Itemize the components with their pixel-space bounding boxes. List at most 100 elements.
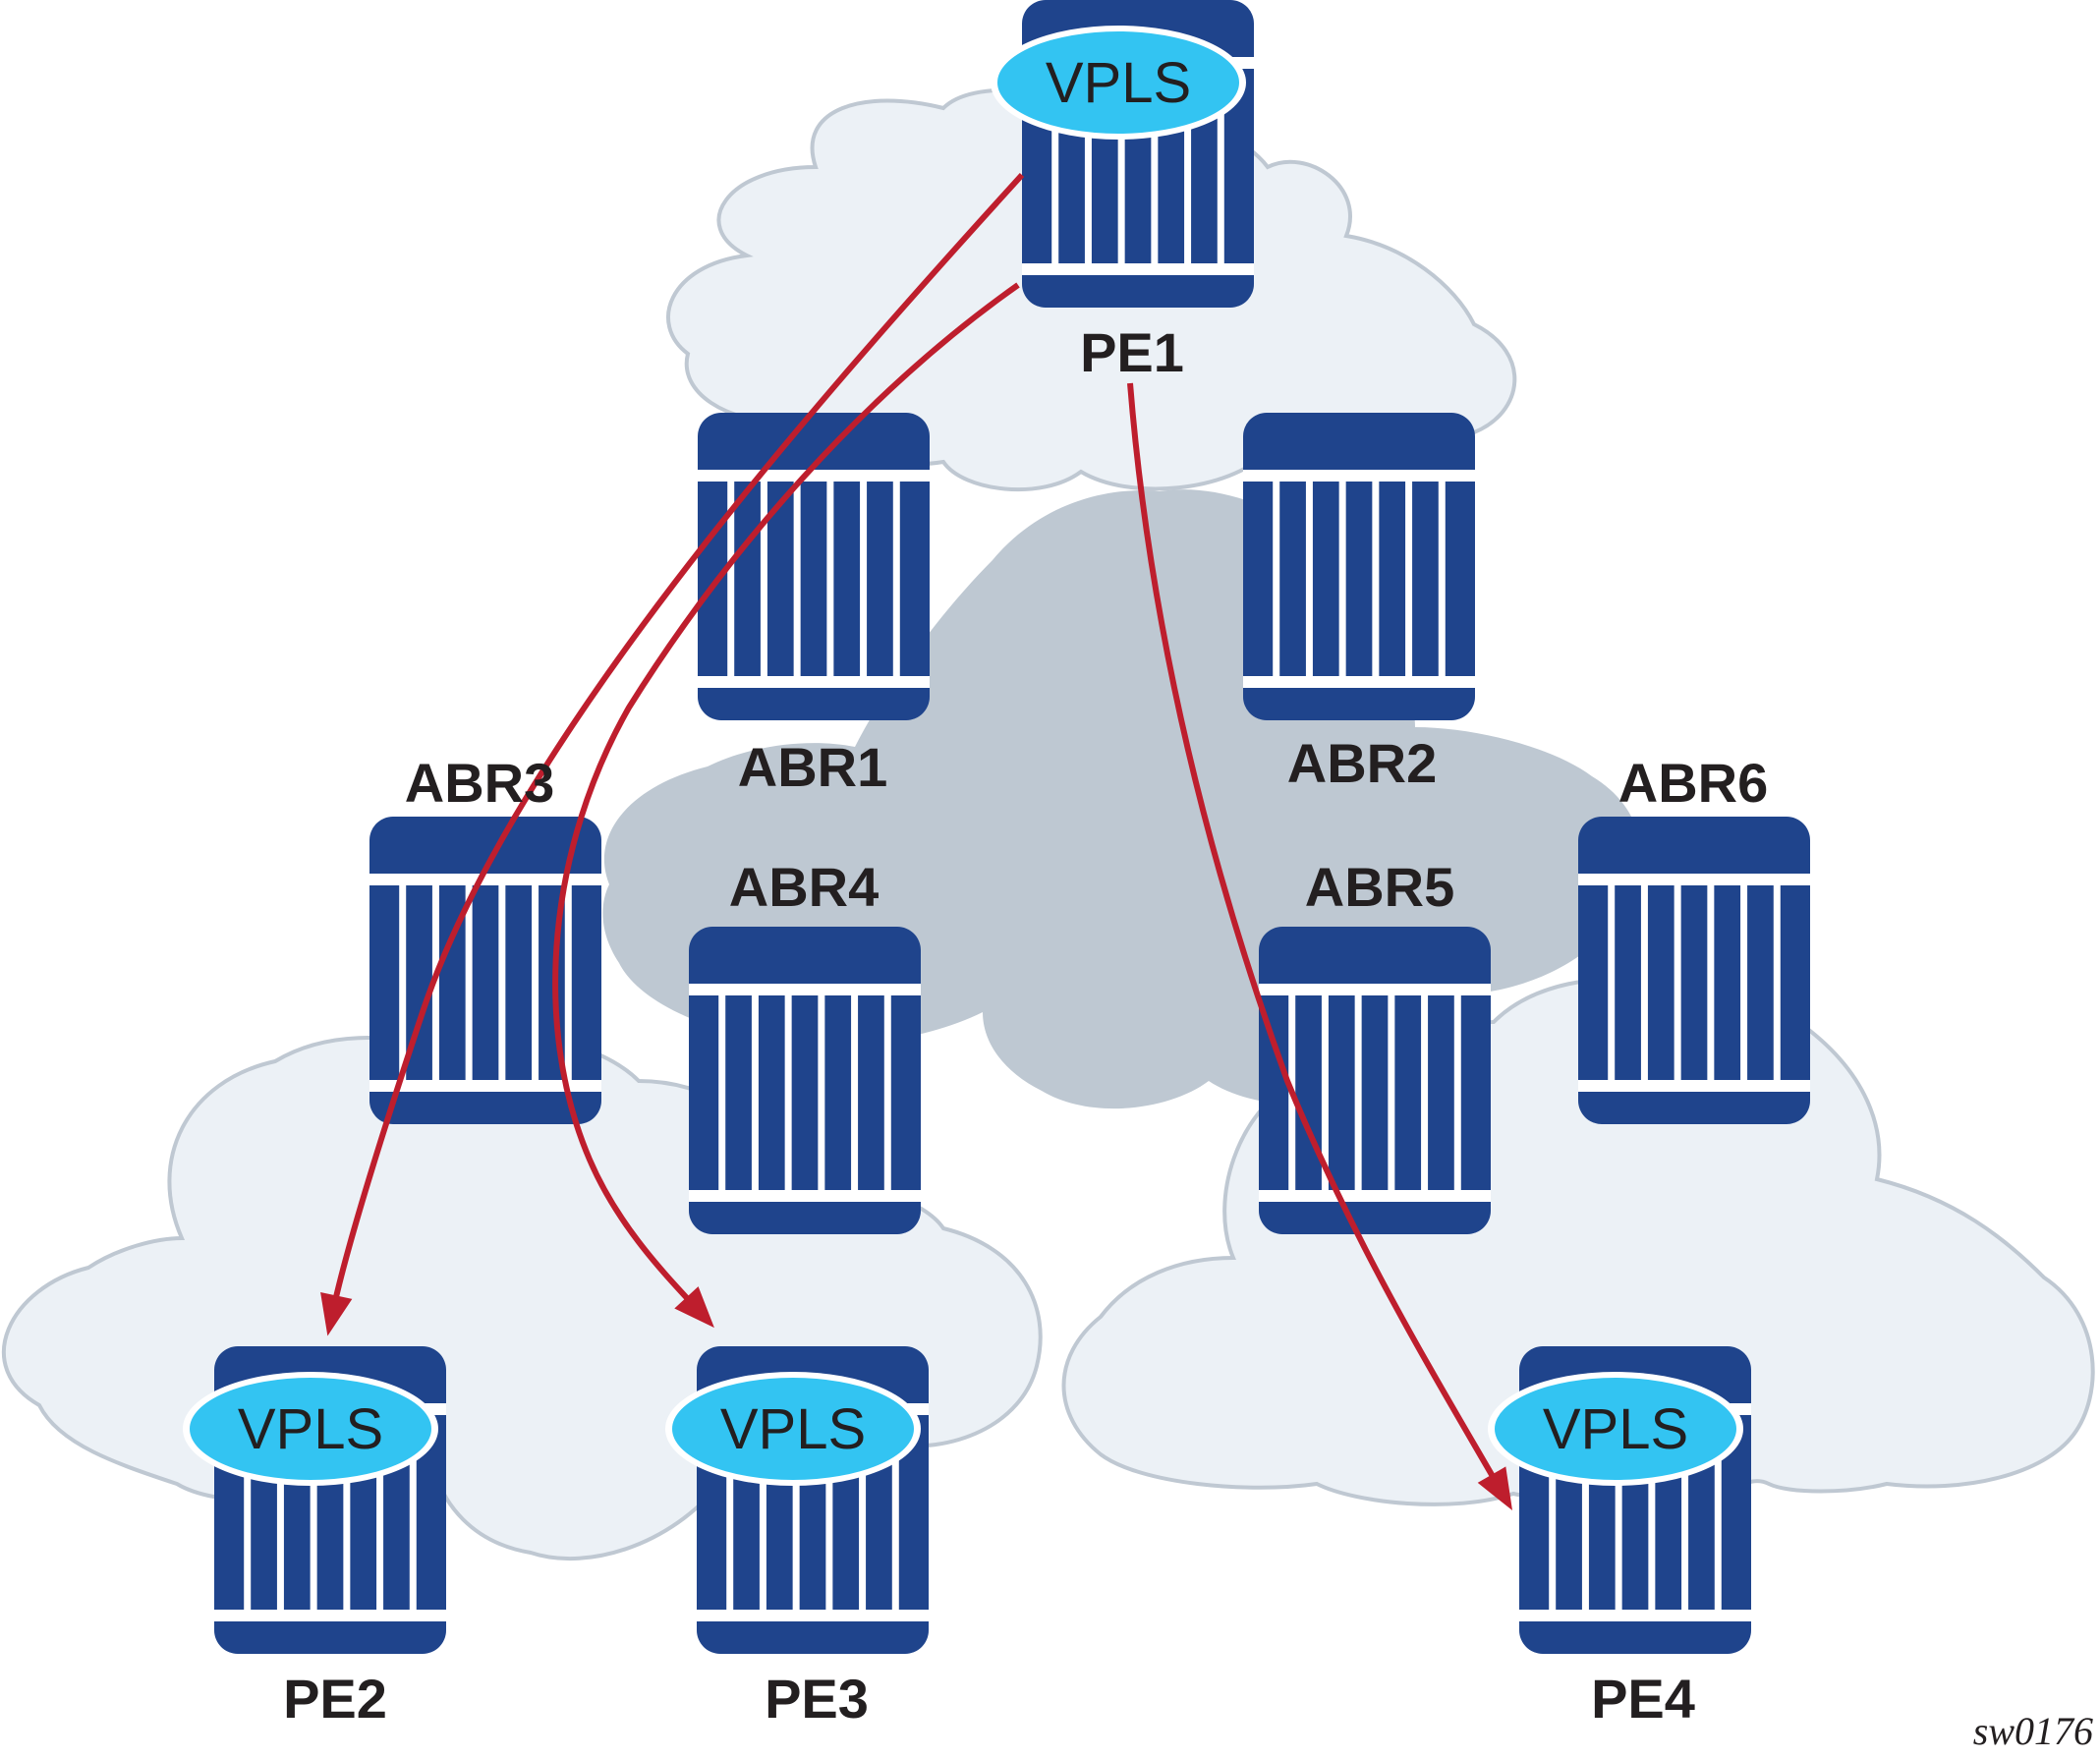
router-slot-divider	[399, 885, 407, 1080]
router-bottom-band	[698, 676, 930, 688]
router-top-band	[689, 984, 921, 995]
router-slot-divider	[564, 885, 572, 1080]
router-bottom-band	[1243, 676, 1475, 688]
node-label-abr5: ABR5	[1305, 856, 1454, 918]
node-label-abr3: ABR3	[405, 752, 554, 814]
router-slot-divider	[1117, 69, 1125, 263]
router-slot-divider	[276, 1415, 284, 1610]
router-slot-divider	[1084, 69, 1092, 263]
router-slot-divider	[1438, 482, 1446, 676]
router-abr3[interactable]	[369, 817, 601, 1124]
router-slot-divider	[860, 482, 868, 676]
router-abr5[interactable]	[1259, 927, 1491, 1234]
vpls-ellipse	[672, 1378, 914, 1480]
vpls-ellipse	[190, 1378, 431, 1480]
router-slot-divider	[1581, 1415, 1589, 1610]
router-slot-divider	[1388, 995, 1395, 1190]
arrow-line	[552, 282, 1020, 1315]
router-slot-divider	[826, 482, 834, 676]
figure-id: sw0176	[1973, 1709, 2093, 1753]
router-slot-divider	[851, 995, 859, 1190]
router-slot-divider	[892, 482, 900, 676]
router-slot-divider	[718, 995, 726, 1190]
router-abr1[interactable]	[698, 413, 930, 720]
router-slot-divider	[784, 995, 792, 1190]
router-slot-divider	[409, 1415, 417, 1610]
router-slot-divider	[498, 885, 506, 1080]
router-slot-divider	[1321, 995, 1329, 1190]
router-slot-divider	[1338, 482, 1346, 676]
router-slot-divider	[818, 995, 825, 1190]
link-pe1-to-pe2	[320, 172, 1025, 1336]
router-top-band	[1243, 470, 1475, 482]
router-slot-divider	[1773, 885, 1781, 1080]
router-slot-divider	[751, 995, 759, 1190]
node-label-pe4: PE4	[1591, 1668, 1695, 1730]
router-slot-divider	[891, 1415, 899, 1610]
router-icon	[698, 413, 930, 720]
router-icon	[689, 927, 921, 1234]
node-label-abr2: ABR2	[1287, 732, 1437, 794]
node-label-abr4: ABR4	[729, 856, 879, 918]
router-slot-divider	[1549, 1415, 1557, 1610]
vpls-label: VPLS	[720, 1397, 866, 1461]
router-slot-divider	[1051, 69, 1059, 263]
router-icon	[1243, 413, 1475, 720]
router-slot-divider	[1707, 885, 1715, 1080]
router-slot-divider	[760, 482, 767, 676]
router-abr4[interactable]	[689, 927, 921, 1234]
vpls-ellipse	[1495, 1378, 1736, 1480]
router-slot-divider	[1184, 69, 1192, 263]
router-slot-divider	[310, 1415, 317, 1610]
router-icon	[369, 817, 601, 1124]
router-bottom-band	[697, 1610, 929, 1621]
router-icon	[1259, 927, 1491, 1234]
router-slot-divider	[1648, 1415, 1656, 1610]
node-label-abr6: ABR6	[1618, 752, 1768, 814]
router-slot-divider	[792, 1415, 800, 1610]
link-pe1-to-pe3	[552, 282, 1020, 1329]
router-bottom-band	[214, 1610, 446, 1621]
vpls-badge-pe4: VPLS	[1488, 1372, 1743, 1486]
router-slot-divider	[1151, 69, 1159, 263]
router-slot-divider	[1421, 995, 1429, 1190]
node-label-pe3: PE3	[765, 1668, 869, 1730]
router-bottom-band	[1022, 263, 1254, 275]
router-slot-divider	[859, 1415, 867, 1610]
router-slot-divider	[465, 885, 473, 1080]
router-slot-divider	[343, 1415, 351, 1610]
router-top-band	[1578, 874, 1810, 885]
router-bottom-band	[689, 1190, 921, 1202]
router-bottom-band	[369, 1080, 601, 1092]
router-abr6[interactable]	[1578, 817, 1810, 1124]
router-slot-divider	[1305, 482, 1313, 676]
router-slot-divider	[1354, 995, 1362, 1190]
router-slot-divider	[376, 1415, 384, 1610]
router-slot-divider	[1714, 1415, 1722, 1610]
router-bottom-band	[1578, 1080, 1810, 1092]
arrows-layer	[320, 172, 1513, 1511]
link-pe1-to-pe4	[1127, 382, 1513, 1511]
arrowhead-icon	[674, 1286, 714, 1329]
arrowhead-icon	[320, 1291, 353, 1336]
router-slot-divider	[1273, 482, 1280, 676]
router-slot-divider	[825, 1415, 833, 1610]
arrowhead-icon	[1477, 1466, 1513, 1511]
router-slot-divider	[727, 482, 735, 676]
router-top-band	[1259, 984, 1491, 995]
router-slot-divider	[1217, 69, 1224, 263]
router-top-band	[369, 874, 601, 885]
vpls-label: VPLS	[238, 1397, 383, 1461]
node-label-pe1: PE1	[1080, 321, 1184, 383]
router-bottom-band	[1259, 1190, 1491, 1202]
router-bottom-band	[1519, 1610, 1751, 1621]
router-slot-divider	[1740, 885, 1748, 1080]
router-slot-divider	[1372, 482, 1380, 676]
router-icon	[1578, 817, 1810, 1124]
router-slot-divider	[1681, 1415, 1689, 1610]
router-abr2[interactable]	[1243, 413, 1475, 720]
router-slot-divider	[1453, 995, 1461, 1190]
vpls-badge-pe1: VPLS	[991, 26, 1246, 140]
arrow-line	[329, 172, 1025, 1316]
